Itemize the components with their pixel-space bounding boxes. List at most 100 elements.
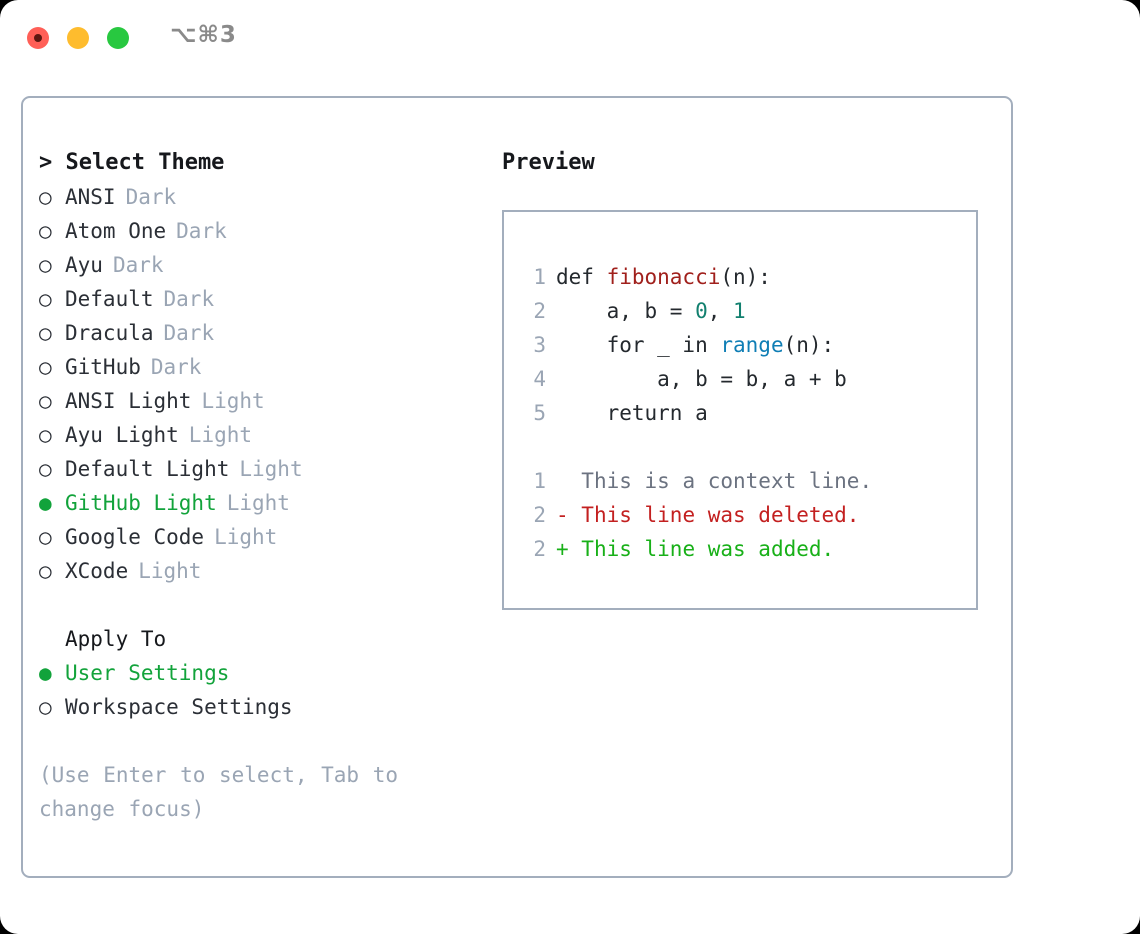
theme-category-tag: Light [138, 559, 202, 583]
select-theme-header: > Select Theme [39, 150, 225, 175]
apply-to-list: ● User Settings ○ Workspace Settings [39, 656, 489, 724]
apply-to-option[interactable]: ● User Settings [39, 656, 489, 690]
theme-name-label: GitHub Light [65, 491, 217, 515]
theme-category-tag: Dark [150, 355, 202, 379]
line-number: 1 [533, 265, 546, 289]
line-number: 3 [533, 333, 546, 357]
maximize-window-button[interactable] [107, 27, 129, 49]
code-token: return a [556, 401, 708, 425]
theme-name-label: ANSI [65, 185, 116, 209]
theme-name-label: Ayu Light [65, 423, 179, 447]
line-number: 2 [533, 537, 546, 561]
line-number: 4 [533, 367, 546, 391]
theme-category-tag: Light [226, 491, 290, 515]
section-spacer [39, 588, 489, 622]
radio-unselected-icon: ○ [39, 321, 52, 345]
theme-name-label: Atom One [65, 219, 167, 243]
theme-list-item[interactable]: ○ Ayu Light Light [39, 418, 489, 452]
theme-category-tag: Dark [176, 219, 227, 243]
theme-category-tag: Light [214, 525, 278, 549]
radio-unselected-icon: ○ [39, 355, 52, 379]
radio-unselected-icon: ○ [39, 219, 52, 243]
code-line: 3 for _ in range(n): [524, 328, 976, 362]
theme-category-tag: Dark [112, 253, 164, 277]
theme-name-label: Ayu [65, 253, 103, 277]
radio-unselected-icon: ○ [39, 389, 52, 413]
code-line: 5 return a [524, 396, 976, 430]
radio-unselected-icon: ○ [39, 423, 52, 447]
apply-to-label: User Settings [65, 661, 230, 685]
code-token: (n): [720, 265, 771, 289]
line-number: 1 [533, 469, 546, 493]
line-number: 5 [533, 401, 546, 425]
code-token: for _ in [556, 333, 721, 357]
theme-category-tag: Light [188, 423, 253, 447]
theme-category-tag: Dark [163, 321, 215, 345]
diff-text: This is a context line. [568, 469, 873, 493]
radio-unselected-icon: ○ [39, 185, 52, 209]
diff-marker: + [556, 537, 569, 561]
code-token: 1 [733, 299, 746, 323]
radio-selected-icon: ● [39, 491, 52, 515]
close-window-button[interactable] [27, 27, 49, 49]
theme-category-tag: Dark [125, 185, 177, 209]
theme-name-label: Default Light [65, 457, 230, 481]
theme-name-label: Google Code [65, 525, 205, 549]
diff-line: 2+ This line was added. [524, 532, 976, 566]
theme-list-item[interactable]: ○ Default Light Light [39, 452, 489, 486]
apply-to-label: Workspace Settings [65, 695, 293, 719]
theme-name-label: Dracula [65, 321, 154, 345]
theme-list-item[interactable]: ○ ANSI Dark [39, 180, 489, 214]
apply-to-option[interactable]: ○ Workspace Settings [39, 690, 489, 724]
minimize-window-button[interactable] [67, 27, 89, 49]
theme-category-tag: Light [239, 457, 303, 481]
diff-marker [556, 464, 569, 498]
preview-header: Preview [502, 150, 595, 175]
title-bar: ⌥⌘3 [0, 0, 1140, 78]
keyboard-hint-text: (Use Enter to select, Tab to change focu… [39, 763, 399, 821]
radio-unselected-icon: ○ [39, 287, 52, 311]
radio-unselected-icon: ○ [39, 457, 52, 481]
code-line: 1 def fibonacci(n): [524, 260, 976, 294]
radio-unselected-icon: ○ [39, 559, 52, 583]
theme-list-item[interactable]: ○ Dracula Dark [39, 316, 489, 350]
code-line: 4 a, b = b, a + b [524, 362, 976, 396]
theme-list-item[interactable]: ● GitHub Light Light [39, 486, 489, 520]
code-token: (n): [783, 333, 835, 357]
diff-spacer [524, 430, 976, 464]
code-token: fibonacci [606, 265, 721, 289]
radio-selected-icon: ● [39, 661, 52, 685]
theme-name-label: XCode [65, 559, 129, 583]
window-shortcut-label: ⌥⌘3 [170, 22, 237, 48]
radio-unselected-icon: ○ [39, 253, 52, 277]
radio-unselected-icon: ○ [39, 695, 52, 719]
theme-list-item[interactable]: ○ Default Dark [39, 282, 489, 316]
theme-list-item[interactable]: ○ XCode Light [39, 554, 489, 588]
theme-category-tag: Dark [163, 287, 215, 311]
apply-to-title: Apply To [65, 627, 167, 651]
code-token: range [720, 333, 784, 357]
theme-list-item[interactable]: ○ Atom One Dark [39, 214, 489, 248]
code-token: , [707, 299, 734, 323]
line-number: 2 [533, 503, 546, 527]
theme-category-tag: Light [201, 389, 265, 413]
code-token: def [556, 265, 607, 289]
code-token: 0 [695, 299, 708, 323]
line-number: 2 [533, 299, 546, 323]
code-token: a, b = [556, 299, 696, 323]
diff-marker: - [556, 503, 569, 527]
code-line: 2 a, b = 0, 1 [524, 294, 976, 328]
theme-list-item[interactable]: ○ Ayu Dark [39, 248, 489, 282]
diff-sample: 1 This is a context line. 2- This line wa… [524, 464, 976, 566]
diff-line: 2- This line was deleted. [524, 498, 976, 532]
theme-name-label: Default [65, 287, 154, 311]
